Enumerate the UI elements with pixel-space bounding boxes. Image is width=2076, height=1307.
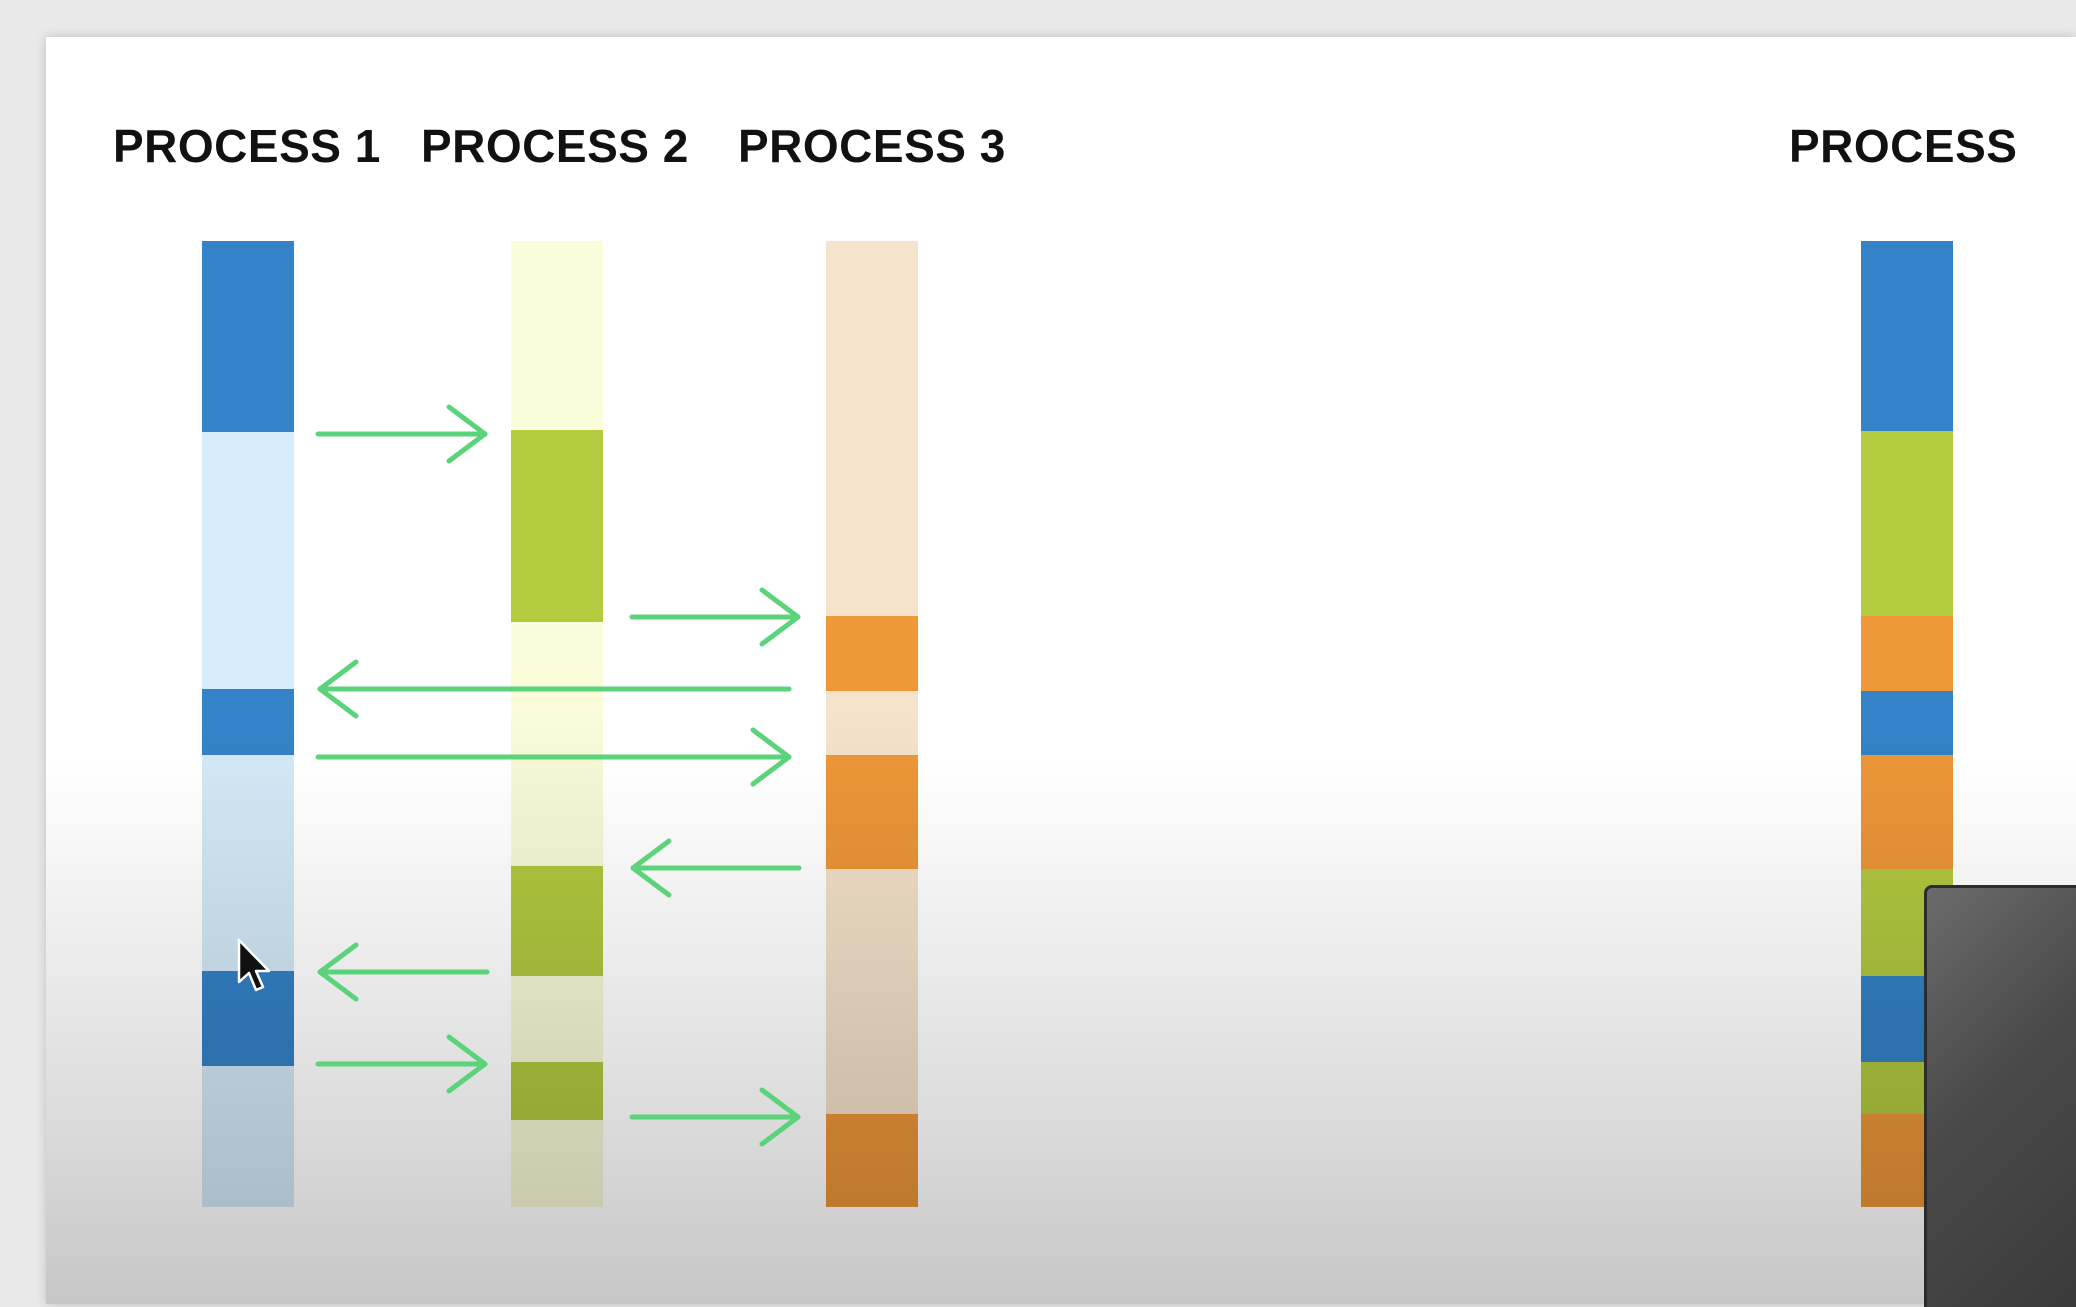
arrow-process-2-to-process-3 <box>629 1087 801 1147</box>
slide <box>46 37 2076 1304</box>
process-3-idle-segment <box>826 241 918 616</box>
process-2-idle-segment <box>511 1120 603 1207</box>
combined-segment-process-3 <box>1861 755 1953 869</box>
process-combined-label: PROCESS <box>1789 120 2018 172</box>
combined-segment-process-3 <box>1861 616 1953 691</box>
process-1-idle-segment <box>202 432 294 689</box>
combined-segment-process-1 <box>1861 691 1953 755</box>
process-2-active-segment <box>511 866 603 976</box>
process-1-label: PROCESS 1 <box>113 120 381 172</box>
process-2-idle-segment <box>511 622 603 866</box>
mouse-cursor-icon <box>237 938 271 992</box>
process-3-idle-segment <box>826 869 918 1114</box>
process-2-active-segment <box>511 1062 603 1120</box>
combined-segment-process-1 <box>1861 241 1953 431</box>
process-3-active-segment <box>826 1114 918 1207</box>
process-2-label: PROCESS 2 <box>421 120 689 172</box>
process-3-idle-segment <box>826 691 918 755</box>
process-3-active-segment <box>826 755 918 869</box>
process-1-idle-segment <box>202 755 294 971</box>
process-2-active-segment <box>511 430 603 622</box>
arrow-process-1-to-process-2 <box>315 404 488 464</box>
video-overlay-thumbnail <box>1924 885 2076 1307</box>
process-1-active-segment <box>202 241 294 432</box>
process-3-active-segment <box>826 616 918 691</box>
process-3-label: PROCESS 3 <box>738 120 1006 172</box>
arrow-process-3-to-process-2 <box>630 838 802 898</box>
process-1-idle-segment <box>202 1066 294 1207</box>
arrow-process-1-to-process-3 <box>315 727 792 787</box>
process-2-idle-segment <box>511 976 603 1062</box>
arrow-process-3-to-process-1 <box>317 659 792 719</box>
arrow-process-2-to-process-1 <box>317 942 490 1002</box>
arrow-process-2-to-process-3 <box>629 587 801 647</box>
process-2-idle-segment <box>511 241 603 430</box>
combined-segment-process-2 <box>1861 431 1953 616</box>
process-1-active-segment <box>202 971 294 1066</box>
arrow-process-1-to-process-2 <box>315 1034 488 1094</box>
process-1-active-segment <box>202 689 294 755</box>
